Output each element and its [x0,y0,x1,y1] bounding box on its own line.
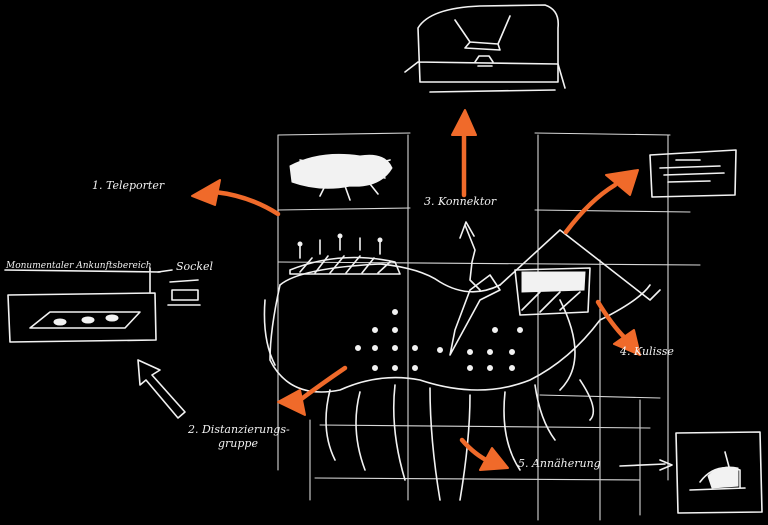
left-sockel-box [4,267,201,343]
left-white-arrow [137,359,186,419]
right-hatched-box [514,267,591,316]
orange-arrow-top-right [563,169,639,235]
orange-arrow-distancing [277,365,348,416]
label-teleporter: 1. Teleporter [92,179,165,192]
label-konnektor: 3. Konnektor [424,195,497,208]
label-distancing: 2. Distanzierungs- [188,423,290,436]
label-sockel: Sockel [176,260,214,273]
orange-arrow-konnektor [451,109,477,198]
bottom-right-box [675,431,763,514]
annaeherung-arrow [619,459,673,471]
top-sketch-box [404,4,566,93]
orange-arrow-kulisse [595,299,641,356]
dot-grid [355,309,523,371]
label-distancing-line2: gruppe [218,437,258,450]
hatched-bar [289,233,401,275]
right-top-box [649,149,737,198]
scribble-panel [289,153,393,201]
label-kulisse: 4. Kulisse [620,345,674,358]
background-grid [277,132,701,521]
label-sockel-caption: Monumentaler Ankunftsbereich [6,261,152,271]
orange-arrow-annaeherung [459,437,509,471]
connector-lines [449,221,661,356]
orange-arrow-teleporter [191,179,281,217]
label-annaeherung: 5. Annäherung [518,457,601,470]
